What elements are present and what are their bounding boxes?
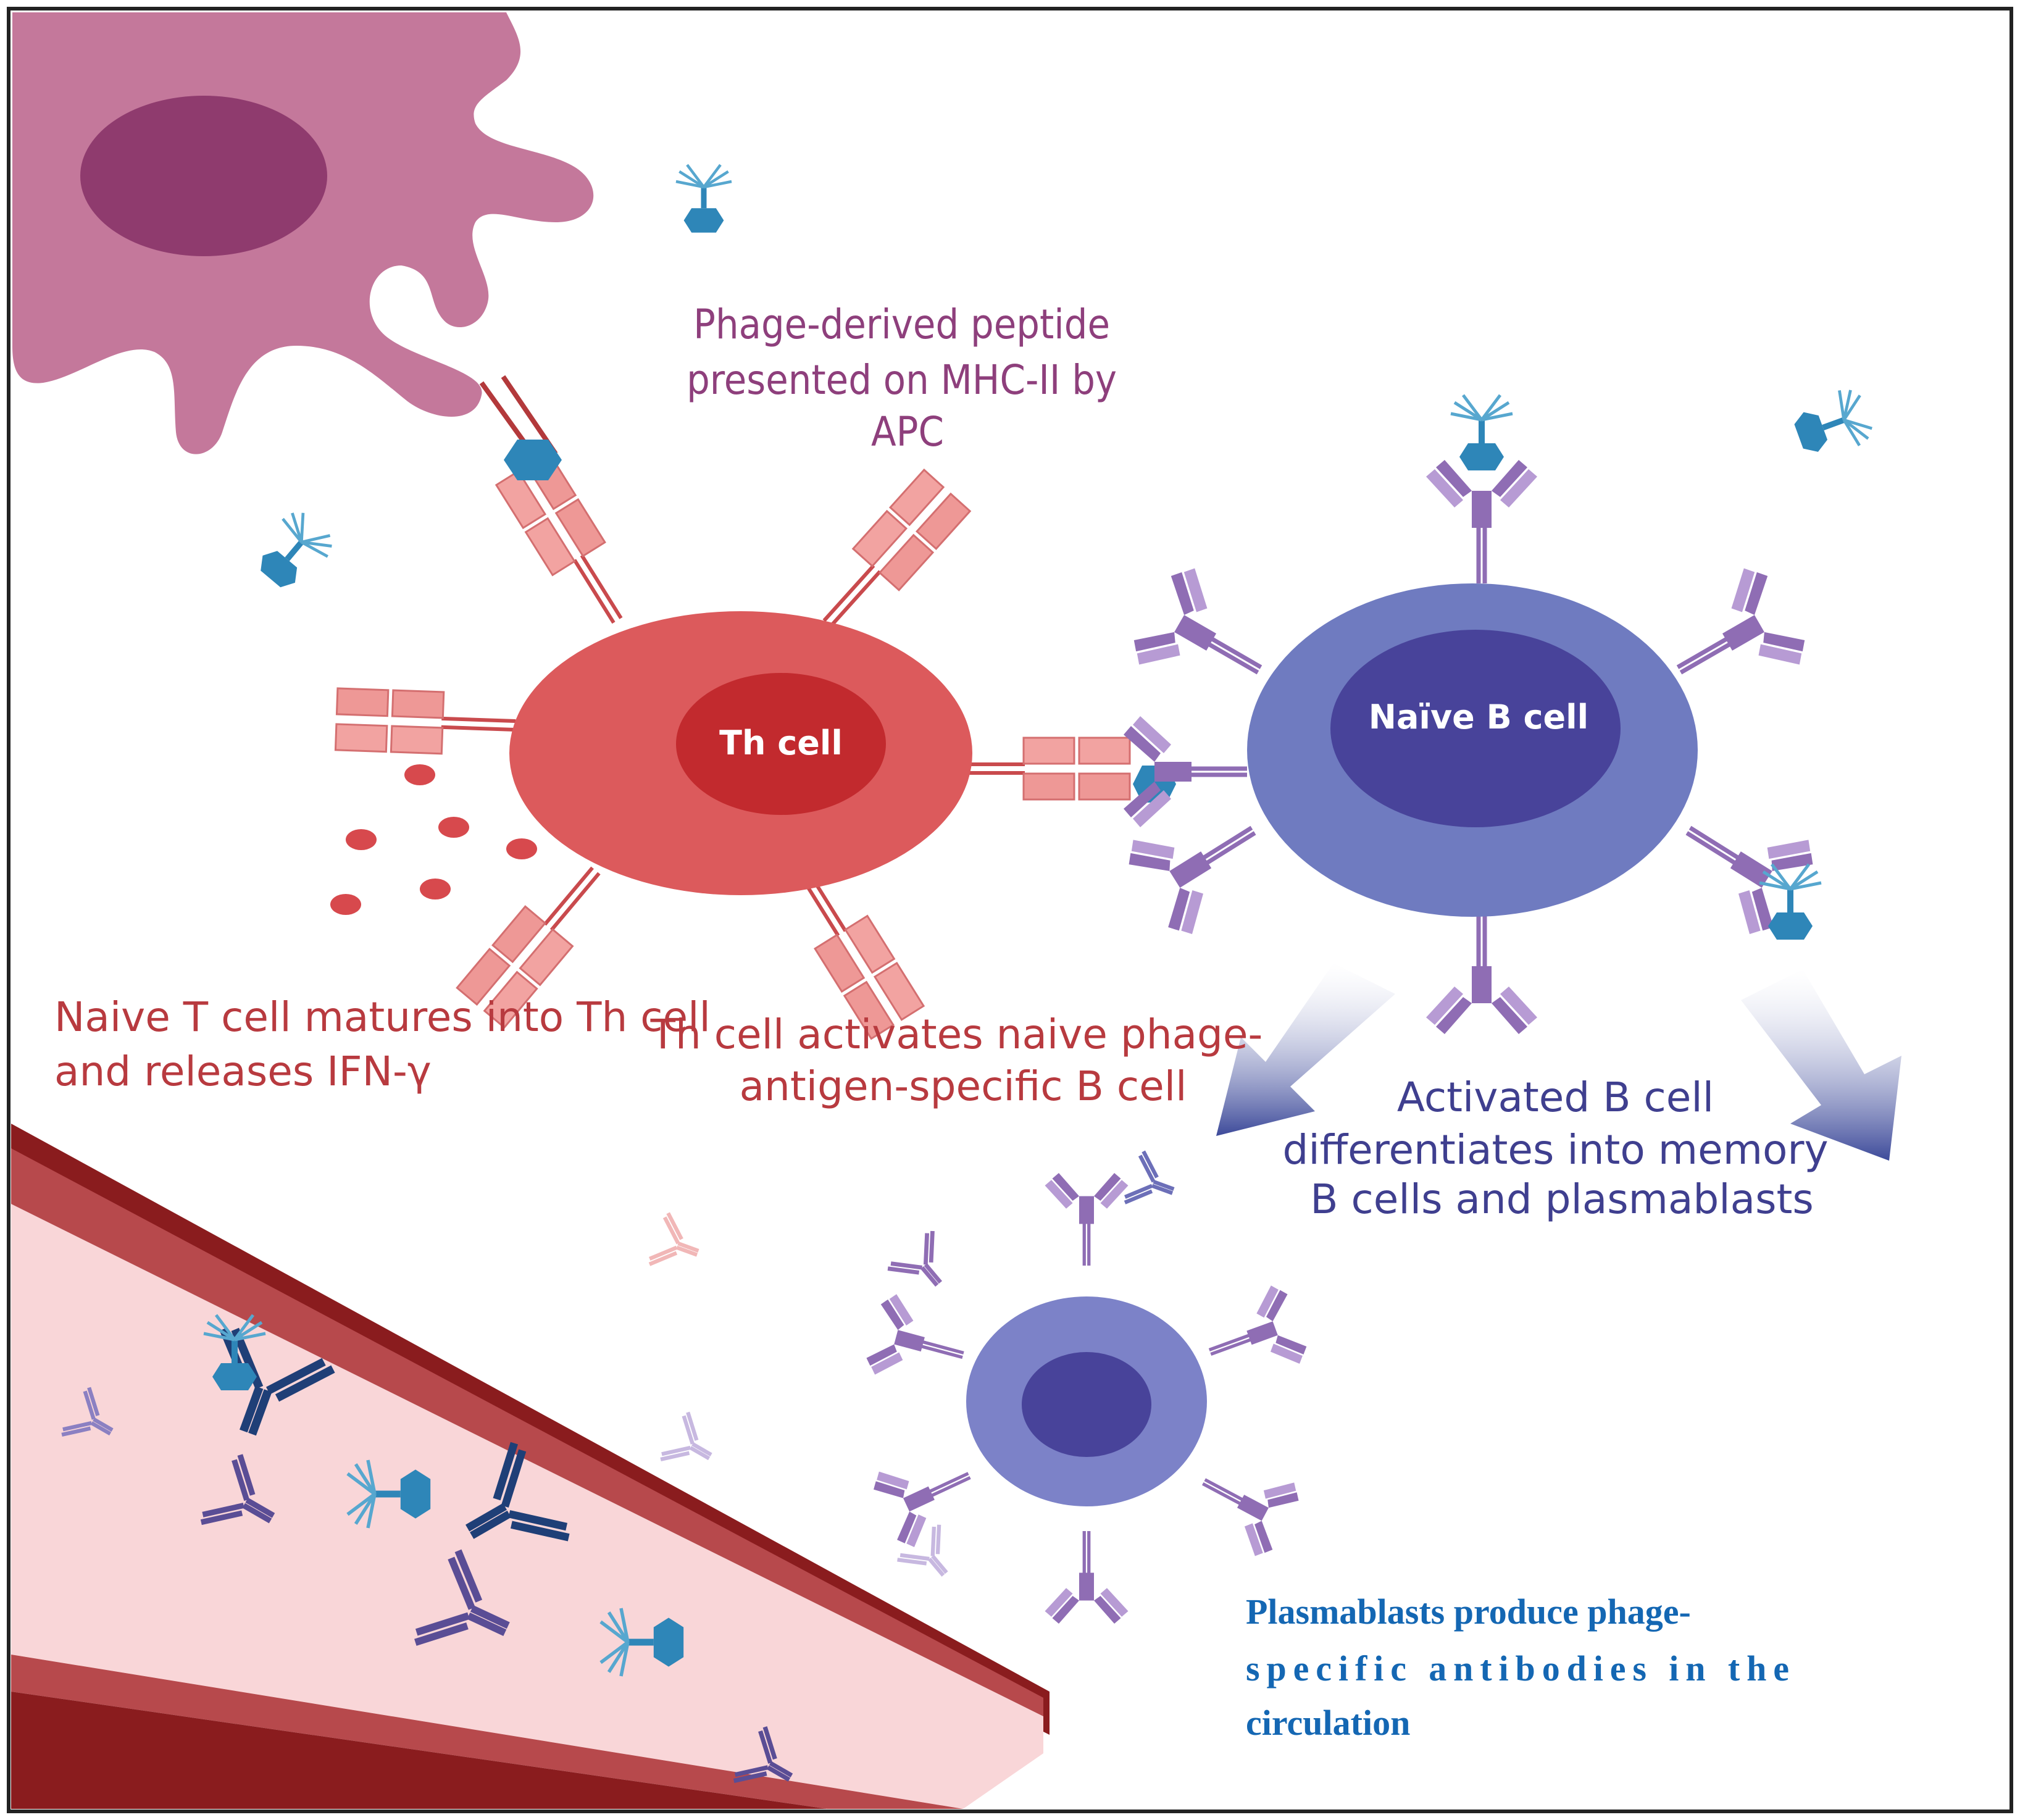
differentiation-arrows <box>1216 963 1901 1161</box>
phage-peptide-icon <box>504 440 562 480</box>
blood-vessel <box>11 1124 1050 1809</box>
apc-presentation-label: Phage-derived peptide presented on MHC-I… <box>687 301 1129 456</box>
plasmablast-output-label: Plasmablasts produce phage- specific ant… <box>1246 1592 1805 1743</box>
apc-nucleus <box>80 96 327 256</box>
t-cell-maturation-label: Naive T cell matures into Th cell and re… <box>54 993 724 1095</box>
b-cell-differentiation-label: Activated B cell differentiates into mem… <box>1282 1074 1841 1223</box>
antigen-presenting-cell <box>12 12 594 454</box>
th-cell: Th cell <box>335 453 1130 1039</box>
b-cell-activation-label: Th cell activates naive phage- antigen-s… <box>650 1011 1276 1110</box>
naive-b-cell-label: Naïve B cell <box>1369 698 1588 737</box>
arrow-down-right-icon <box>1741 969 1901 1161</box>
th-cell-nucleus <box>676 673 886 815</box>
arrow-down-left-icon <box>1216 963 1395 1136</box>
naive-b-cell: Naïve B cell <box>1119 395 1823 1034</box>
th-cell-label: Th cell <box>719 724 843 762</box>
ifn-gamma-droplets <box>330 764 537 915</box>
memory-b-cell <box>863 1173 1311 1624</box>
mhc-peptide-complex <box>479 375 562 480</box>
b-cell-nucleus <box>1330 630 1621 827</box>
